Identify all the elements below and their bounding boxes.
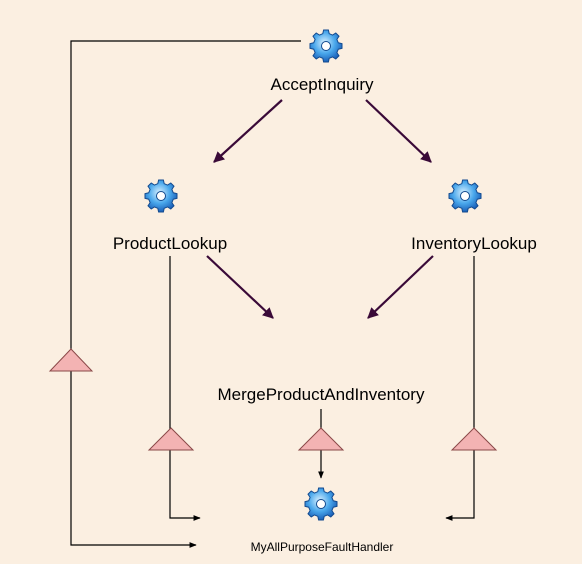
node-merge-product-and-inventory[interactable]: MergeProductAndInventory bbox=[218, 385, 425, 404]
gear-icon bbox=[144, 179, 178, 213]
node-accept-inquiry[interactable]: AcceptInquiry bbox=[271, 29, 374, 94]
node-label: MyAllPurposeFaultHandler bbox=[251, 540, 394, 554]
gear-icon bbox=[304, 487, 338, 521]
fault-triangle-inventory bbox=[450, 427, 498, 451]
flow-arrow-accept-to-product bbox=[213, 99, 283, 163]
flow-arrow-product-to-merge bbox=[206, 255, 274, 319]
fault-triangle-merge bbox=[297, 427, 345, 451]
gear-icon bbox=[448, 179, 482, 213]
flow-arrow-accept-to-inventory bbox=[365, 99, 432, 163]
flow-arrow-inventory-to-merge bbox=[367, 255, 434, 319]
fault-link-inventory bbox=[445, 256, 475, 521]
node-label: MergeProductAndInventory bbox=[218, 385, 425, 404]
fault-link-product bbox=[169, 256, 201, 521]
node-label: AcceptInquiry bbox=[271, 75, 374, 94]
fault-link-accept bbox=[70, 40, 301, 548]
fault-triangle-accept bbox=[48, 348, 94, 372]
gear-icon bbox=[309, 29, 343, 63]
node-label: ProductLookup bbox=[113, 234, 227, 253]
node-product-lookup[interactable]: ProductLookup bbox=[113, 179, 227, 253]
node-fault-handler[interactable]: MyAllPurposeFaultHandler bbox=[251, 487, 394, 554]
node-inventory-lookup[interactable]: InventoryLookup bbox=[411, 179, 537, 253]
node-label: InventoryLookup bbox=[411, 234, 537, 253]
fault-triangle-product bbox=[147, 427, 195, 451]
